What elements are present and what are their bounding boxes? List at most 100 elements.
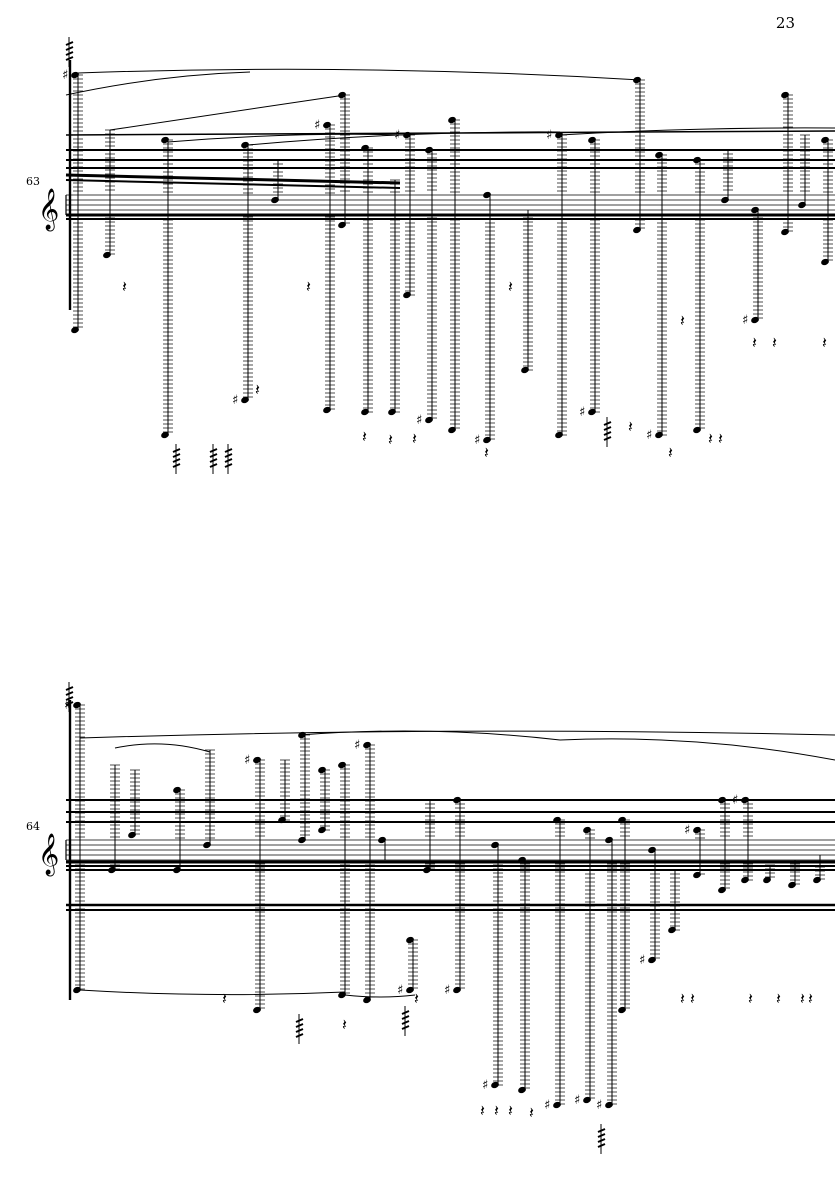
quarter-rest-icon: 𝄽 [222, 989, 227, 1008]
notehead [668, 926, 676, 934]
sharp-icon: ♯ [482, 1078, 488, 1093]
sharp-icon: ♯ [397, 983, 403, 998]
quarter-rest-icon: 𝄽 [708, 429, 713, 448]
tie [79, 730, 835, 739]
notehead [781, 228, 789, 236]
notehead [103, 251, 111, 259]
sharp-icon: ♯ [444, 983, 450, 998]
notehead [361, 408, 369, 416]
quarter-rest-icon: 𝄽 [752, 333, 757, 352]
quarter-rest-icon: 𝄽 [484, 443, 489, 462]
tie [114, 743, 211, 753]
notehead [338, 761, 346, 769]
quarter-rest-icon: 𝄽 [690, 989, 695, 1008]
quarter-rest-icon: 𝄽 [822, 333, 827, 352]
sharp-icon: ♯ [646, 428, 652, 443]
sharp-icon: ♯ [474, 433, 480, 448]
notehead [173, 786, 181, 794]
sharp-icon: ♯ [354, 738, 360, 753]
notehead [71, 71, 79, 79]
notehead [323, 121, 331, 129]
treble-clef-icon: 𝄞 [38, 188, 59, 231]
notehead [648, 956, 656, 964]
tie [299, 730, 561, 741]
tie [77, 68, 641, 81]
notehead [788, 881, 796, 889]
notehead [73, 701, 81, 709]
notehead [491, 841, 499, 849]
notehead [483, 436, 491, 444]
notehead [693, 871, 701, 879]
notehead [203, 841, 211, 849]
notehead [605, 836, 613, 844]
notehead [338, 221, 346, 229]
notehead [781, 91, 789, 99]
quarter-rest-icon: 𝄽 [122, 277, 127, 296]
notehead [741, 876, 749, 884]
quarter-rest-icon: 𝄽 [362, 427, 367, 446]
quarter-rest-icon: 𝄽 [800, 989, 805, 1008]
quarter-rest-icon: 𝄽 [306, 277, 311, 296]
quarter-rest-icon: 𝄽 [529, 1103, 534, 1122]
notehead [448, 116, 456, 124]
tie [559, 738, 835, 761]
notehead [618, 1006, 626, 1014]
notehead [605, 1101, 613, 1109]
notehead [721, 196, 729, 204]
notehead [633, 226, 641, 234]
notehead [821, 258, 829, 266]
notehead [648, 846, 656, 854]
notehead [813, 876, 821, 884]
notehead [483, 191, 491, 199]
sharp-icon: ♯ [639, 953, 645, 968]
notehead [363, 741, 371, 749]
tie [65, 71, 251, 96]
quarter-rest-icon: 𝄽 [412, 429, 417, 448]
sharp-icon: ♯ [742, 313, 748, 328]
notehead [71, 326, 79, 334]
quarter-rest-icon: 𝄽 [680, 311, 685, 330]
notehead [406, 936, 414, 944]
quarter-rest-icon: 𝄽 [480, 1101, 485, 1120]
notehead [318, 826, 326, 834]
notehead [655, 151, 663, 159]
quarter-rest-icon: 𝄽 [748, 989, 753, 1008]
notehead [491, 1081, 499, 1089]
beam [65, 179, 401, 189]
notehead [518, 1086, 526, 1094]
notehead [318, 766, 326, 774]
notehead [298, 836, 306, 844]
notehead [161, 431, 169, 439]
sharp-icon: ♯ [62, 68, 68, 83]
tie [109, 94, 346, 131]
notehead [453, 986, 461, 994]
score-system-2: 𝄞♯♯♯♯♯♯♯♯♯♯♯♯𝄽𝄽𝄽𝄽𝄽𝄽𝄽𝄽𝄽𝄽𝄽𝄽𝄽 [38, 682, 835, 1154]
notehead [378, 836, 386, 844]
quarter-rest-icon: 𝄽 [508, 277, 513, 296]
notehead [718, 886, 726, 894]
notehead [241, 141, 249, 149]
tie [344, 994, 416, 998]
notehead [253, 1006, 261, 1014]
measure-number-63: 63 [26, 175, 40, 188]
notehead [323, 406, 331, 414]
quarter-rest-icon: 𝄽 [808, 989, 813, 1008]
notehead [555, 131, 563, 139]
quarter-rest-icon: 𝄽 [668, 443, 673, 462]
quarter-rest-icon: 𝄽 [772, 333, 777, 352]
sharp-icon: ♯ [244, 753, 250, 768]
quarter-rest-icon: 𝄽 [718, 429, 723, 448]
quarter-rest-icon: 𝄽 [255, 380, 260, 399]
sharp-icon: ♯ [684, 823, 690, 838]
notehead [588, 408, 596, 416]
notehead [553, 1101, 561, 1109]
notehead [406, 986, 414, 994]
notehead [751, 206, 759, 214]
quarter-rest-icon: 𝄽 [414, 989, 419, 1008]
notehead [253, 756, 261, 764]
notehead [363, 996, 371, 1004]
quarter-rest-icon: 𝄽 [628, 417, 633, 436]
notehead [388, 408, 396, 416]
sharp-icon: ♯ [574, 1093, 580, 1108]
notehead [763, 876, 771, 884]
